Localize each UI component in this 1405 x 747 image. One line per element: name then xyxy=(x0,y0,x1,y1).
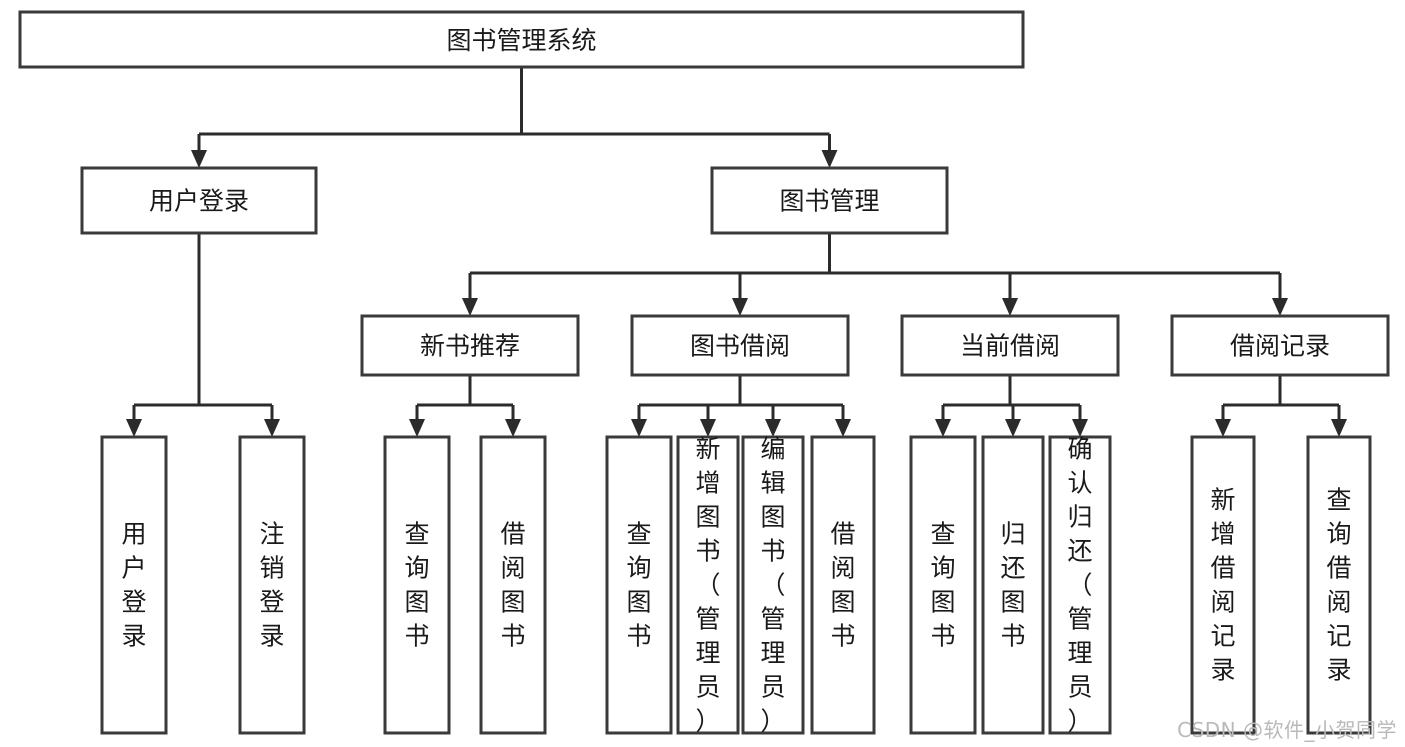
node-user-login[interactable]: 用户登录 xyxy=(80,166,318,235)
node-leaf-book-borrow-4[interactable]: 借阅图书 xyxy=(810,435,876,735)
arrowhead-bookborrow-leaf3 xyxy=(765,419,781,437)
node-borrow-record[interactable]: 借阅记录 xyxy=(1170,314,1390,377)
node-new-book-recommend-label: 新书推荐 xyxy=(420,332,520,361)
node-book-borrow-label: 图书借阅 xyxy=(690,332,790,361)
arrowhead-borrowrecord-leaf2 xyxy=(1331,419,1347,437)
arrowhead-user-login xyxy=(191,150,207,168)
node-leaf-book-borrow-4-label: 借阅图书 xyxy=(830,520,855,651)
arrowhead-bookborrow-leaf4 xyxy=(835,419,851,437)
arrowhead-borrow-record xyxy=(1272,298,1288,316)
node-leaf-user-login-2-label: 注销登录 xyxy=(259,520,284,651)
arrowhead-newbook-leaf2 xyxy=(505,419,521,437)
node-leaf-current-borrow-2[interactable]: 归还图书 xyxy=(981,435,1045,735)
node-leaf-current-borrow-3[interactable]: 确认归还（管理员） xyxy=(1048,435,1112,736)
arrowhead-book-borrow xyxy=(732,298,748,316)
node-leaf-book-borrow-2[interactable]: 新增图书（管理员） xyxy=(676,435,740,736)
arrowhead-newbook-leaf1 xyxy=(409,419,425,437)
node-leaf-borrow-record-1-label: 新增借阅记录 xyxy=(1210,486,1235,685)
node-user-login-label: 用户登录 xyxy=(149,187,249,216)
node-leaf-borrow-record-1[interactable]: 新增借阅记录 xyxy=(1190,435,1256,735)
node-book-borrow[interactable]: 图书借阅 xyxy=(630,314,850,377)
node-current-borrow[interactable]: 当前借阅 xyxy=(900,314,1120,377)
node-leaf-book-borrow-3-label: 编辑图书（管理员） xyxy=(760,435,785,736)
node-borrow-record-label: 借阅记录 xyxy=(1230,332,1330,361)
node-book-manage-label: 图书管理 xyxy=(779,187,879,216)
node-leaf-new-book-1-label: 查询图书 xyxy=(404,520,429,651)
node-leaf-borrow-record-2-label: 查询借阅记录 xyxy=(1326,486,1351,685)
arrowhead-new-book xyxy=(462,298,478,316)
node-leaf-user-login-1-label: 用户登录 xyxy=(121,520,146,651)
node-leaf-new-book-2-label: 借阅图书 xyxy=(500,520,525,651)
arrowhead-book-manage xyxy=(821,150,838,168)
node-leaf-borrow-record-2[interactable]: 查询借阅记录 xyxy=(1306,435,1372,735)
node-leaf-current-borrow-3-label: 确认归还（管理员） xyxy=(1067,435,1092,736)
node-root-label: 图书管理系统 xyxy=(446,26,596,55)
arrowhead-bookborrow-leaf1 xyxy=(631,419,647,437)
node-root[interactable]: 图书管理系统 xyxy=(18,10,1025,69)
node-leaf-new-book-2[interactable]: 借阅图书 xyxy=(479,435,547,735)
arrowhead-currentborrow-leaf1 xyxy=(935,419,951,437)
node-leaf-user-login-2[interactable]: 注销登录 xyxy=(238,435,306,735)
arrowhead-currentborrow-leaf2 xyxy=(1005,419,1021,437)
node-leaf-current-borrow-1-label: 查询图书 xyxy=(930,520,955,651)
node-book-manage[interactable]: 图书管理 xyxy=(710,166,949,235)
node-leaf-current-borrow-2-label: 归还图书 xyxy=(1000,520,1025,651)
arrowhead-userlogin-leaf2 xyxy=(264,419,280,437)
node-leaf-book-borrow-1[interactable]: 查询图书 xyxy=(605,435,673,735)
connector-layer xyxy=(126,67,1347,437)
arrowhead-userlogin-leaf1 xyxy=(126,419,142,437)
node-leaf-book-borrow-1-label: 查询图书 xyxy=(626,520,651,651)
node-new-book-recommend[interactable]: 新书推荐 xyxy=(360,314,580,377)
node-leaf-book-borrow-2-label: 新增图书（管理员） xyxy=(695,435,720,736)
node-leaf-book-borrow-3[interactable]: 编辑图书（管理员） xyxy=(741,435,805,736)
arrowhead-borrowrecord-leaf1 xyxy=(1215,419,1231,437)
node-current-borrow-label: 当前借阅 xyxy=(960,332,1060,361)
arrowhead-currentborrow-leaf3 xyxy=(1072,419,1088,437)
node-leaf-new-book-1[interactable]: 查询图书 xyxy=(383,435,451,735)
arrowhead-bookborrow-leaf2 xyxy=(700,419,716,437)
node-leaf-current-borrow-1[interactable]: 查询图书 xyxy=(909,435,977,735)
node-leaf-user-login-1[interactable]: 用户登录 xyxy=(100,435,168,735)
arrowhead-current-borrow xyxy=(1002,298,1018,316)
